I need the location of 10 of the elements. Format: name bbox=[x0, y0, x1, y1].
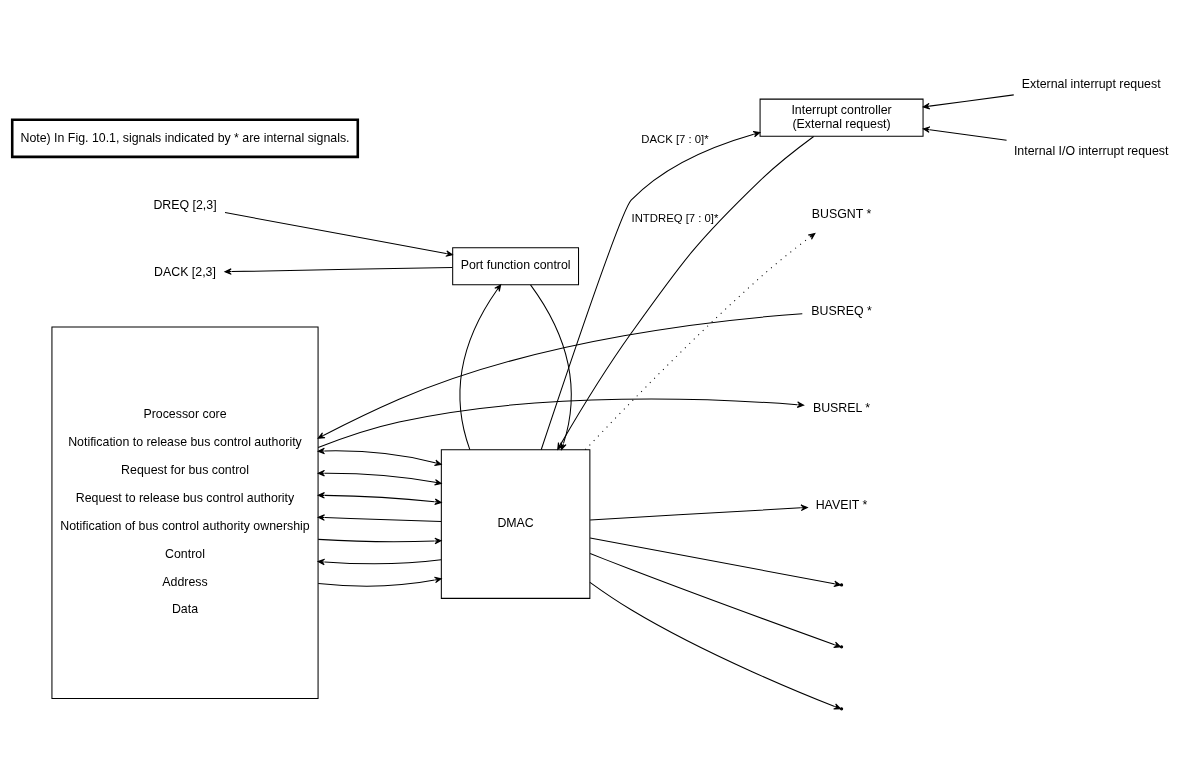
node-text: DREQ [2,3] bbox=[153, 197, 217, 212]
edge-label: INTDREQ [7 : 0]* bbox=[631, 211, 719, 224]
edge-label: DACK [7 : 0]* bbox=[641, 133, 709, 146]
node-text: BUSREQ * bbox=[811, 303, 872, 318]
node-text: DACK [2,3] bbox=[154, 264, 216, 279]
node-text: Internal I/O interrupt request bbox=[1013, 143, 1169, 158]
node-text: HAVEIT * bbox=[815, 497, 868, 512]
node-text: BUSREL * bbox=[812, 400, 871, 415]
node-text: External interrupt request bbox=[1021, 76, 1161, 91]
node-text: BUSGNT * bbox=[811, 206, 872, 221]
